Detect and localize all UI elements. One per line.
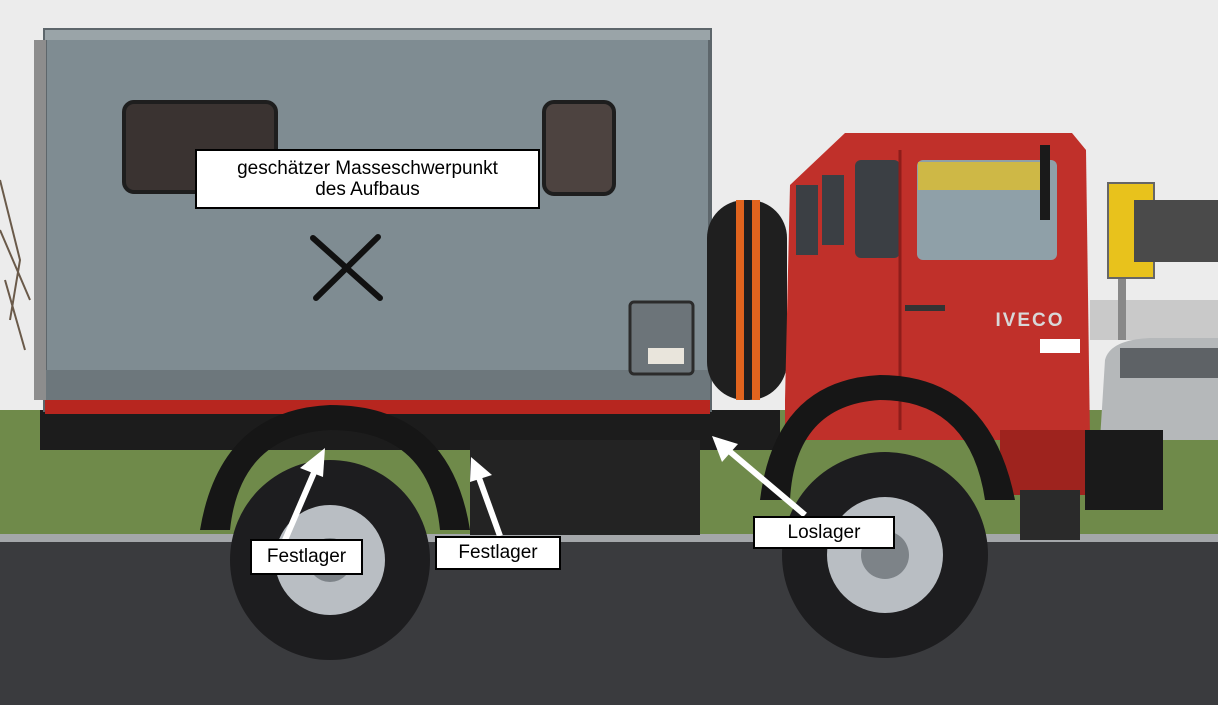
- curb: [0, 534, 1218, 544]
- background-building: [1090, 300, 1218, 340]
- billboard: [1134, 200, 1218, 262]
- fixed-bearing-label-1: Festlager: [250, 539, 363, 575]
- arrow-floating-bearing: [712, 436, 807, 518]
- truck-cab: IVECO: [785, 133, 1090, 495]
- center-of-mass-label: geschätzer Masseschwerpunkt des Aufbaus: [195, 149, 540, 209]
- rear-ladder: [34, 40, 46, 400]
- center-of-mass-cross: [310, 234, 383, 301]
- fixed-bearing-label-2: Festlager: [435, 536, 561, 570]
- spare-tire: [707, 200, 787, 400]
- trees-left: [0, 179, 31, 351]
- box-window-right: [542, 100, 616, 196]
- arrow-fixed-bearing-1: [282, 448, 325, 542]
- red-stripe: [45, 400, 710, 414]
- cab-step: [1020, 490, 1080, 540]
- camper-box: [43, 28, 712, 412]
- hatch-handle: [648, 348, 684, 364]
- front-bumper: [1085, 430, 1163, 510]
- floating-bearing-label: Loslager: [753, 516, 895, 549]
- cab-brand: IVECO: [995, 310, 1064, 331]
- rear-fender: [200, 405, 470, 530]
- box-top-rail: [45, 30, 710, 40]
- box-bottom-rail: [45, 370, 710, 400]
- fuel-tank: [470, 440, 700, 535]
- arrow-fixed-bearing-2: [470, 457, 503, 538]
- center-of-mass-label-line2: des Aufbaus: [315, 179, 420, 200]
- parked-car: [1100, 338, 1218, 440]
- front-fender: [760, 375, 1015, 500]
- sign-pole: [1118, 250, 1126, 340]
- front-wheel: [782, 452, 988, 658]
- center-of-mass-label-line1: geschätzer Masseschwerpunkt: [237, 158, 498, 179]
- road: [0, 542, 1218, 705]
